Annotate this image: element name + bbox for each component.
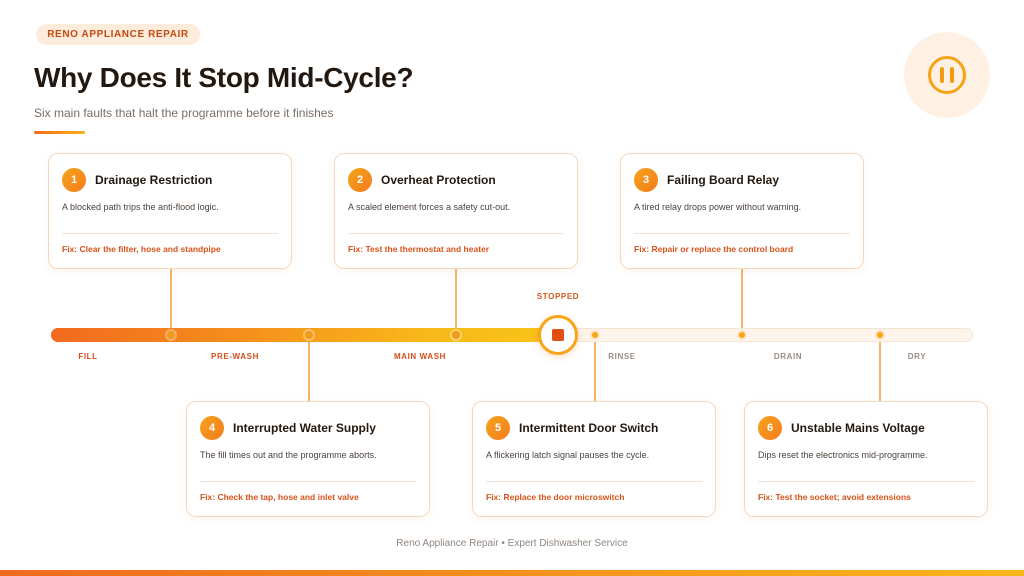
fault-number-badge: 6 (758, 416, 782, 440)
page-subtitle: Six main faults that halt the programme … (34, 106, 334, 120)
stage-main-wash: MAIN WASH (393, 352, 447, 361)
track-node-fault-5 (590, 330, 600, 340)
fault-title: Interrupted Water Supply (233, 421, 376, 435)
stage-dry: DRY (907, 352, 927, 361)
fault-fix: Fix: Clear the filter, hose and standpip… (62, 244, 221, 254)
fault-card-3: 3 Failing Board Relay A tired relay drop… (620, 153, 864, 269)
fault-fix: Fix: Test the socket; avoid extensions (758, 492, 911, 502)
card-divider (348, 233, 564, 234)
fault-card-5: 5 Intermittent Door Switch A flickering … (472, 401, 716, 517)
fault-number-badge: 1 (62, 168, 86, 192)
fault-description: The fill times out and the programme abo… (200, 450, 377, 460)
fault-description: A tired relay drops power without warnin… (634, 202, 802, 212)
fault-number-badge: 3 (634, 168, 658, 192)
card-divider (634, 233, 850, 234)
connector-fault-1 (170, 269, 172, 335)
stage-drain: DRAIN (773, 352, 803, 361)
track-node-fault-1 (167, 331, 175, 339)
fault-card-2: 2 Overheat Protection A scaled element f… (334, 153, 578, 269)
fault-fix: Fix: Repair or replace the control board (634, 244, 794, 254)
fault-title: Drainage Restriction (95, 173, 213, 187)
connector-fault-4 (308, 335, 310, 403)
track-node-fault-2 (452, 331, 460, 339)
fault-title: Overheat Protection (381, 173, 496, 187)
stage-fill: FILL (78, 352, 98, 361)
stopped-label: STOPPED (536, 292, 580, 301)
connector-fault-5 (594, 335, 596, 403)
fault-fix: Fix: Check the tap, hose and inlet valve (200, 492, 359, 502)
footer-text: Reno Appliance Repair • Expert Dishwashe… (396, 538, 628, 549)
brand-badge: RENO APPLIANCE REPAIR (36, 24, 200, 45)
card-divider (486, 481, 702, 482)
pause-icon (928, 56, 966, 94)
stage-rinse: RINSE (608, 352, 636, 361)
fault-card-1: 1 Drainage Restriction A blocked path tr… (48, 153, 292, 269)
track-node-fault-4 (305, 331, 313, 339)
fault-number-badge: 5 (486, 416, 510, 440)
track-node-fault-6 (875, 330, 885, 340)
fault-description: A blocked path trips the anti-flood logi… (62, 202, 219, 212)
connector-fault-3 (741, 269, 743, 335)
card-divider (62, 233, 278, 234)
connector-fault-6 (879, 335, 881, 403)
fault-title: Failing Board Relay (667, 173, 780, 187)
fault-number-badge: 4 (200, 416, 224, 440)
bottom-accent-bar (0, 570, 1024, 576)
fault-fix: Fix: Test the thermostat and heater (348, 244, 490, 254)
fault-number-badge: 2 (348, 168, 372, 192)
fault-card-6: 6 Unstable Mains Voltage Dips reset the … (744, 401, 988, 517)
track-node-fault-3 (737, 330, 747, 340)
connector-fault-2 (455, 269, 457, 335)
status-indicator (904, 32, 990, 118)
stage-pre-wash: PRE-WASH (211, 352, 259, 361)
card-divider (758, 481, 974, 482)
fault-card-4: 4 Interrupted Water Supply The fill time… (186, 401, 430, 517)
stop-marker (538, 315, 578, 355)
card-divider (200, 481, 416, 482)
fault-fix: Fix: Replace the door microswitch (486, 492, 625, 502)
stop-icon (552, 329, 564, 341)
fault-description: A flickering latch signal pauses the cyc… (486, 450, 650, 460)
page-title: Why Does It Stop Mid-Cycle? (34, 62, 414, 93)
fault-title: Intermittent Door Switch (519, 421, 659, 435)
fault-description: Dips reset the electronics mid-programme… (758, 450, 928, 460)
cycle-progress-fill (51, 328, 558, 342)
fault-description: A scaled element forces a safety cut-out… (348, 202, 511, 212)
title-accent-bar (34, 131, 85, 134)
fault-title: Unstable Mains Voltage (791, 421, 925, 435)
